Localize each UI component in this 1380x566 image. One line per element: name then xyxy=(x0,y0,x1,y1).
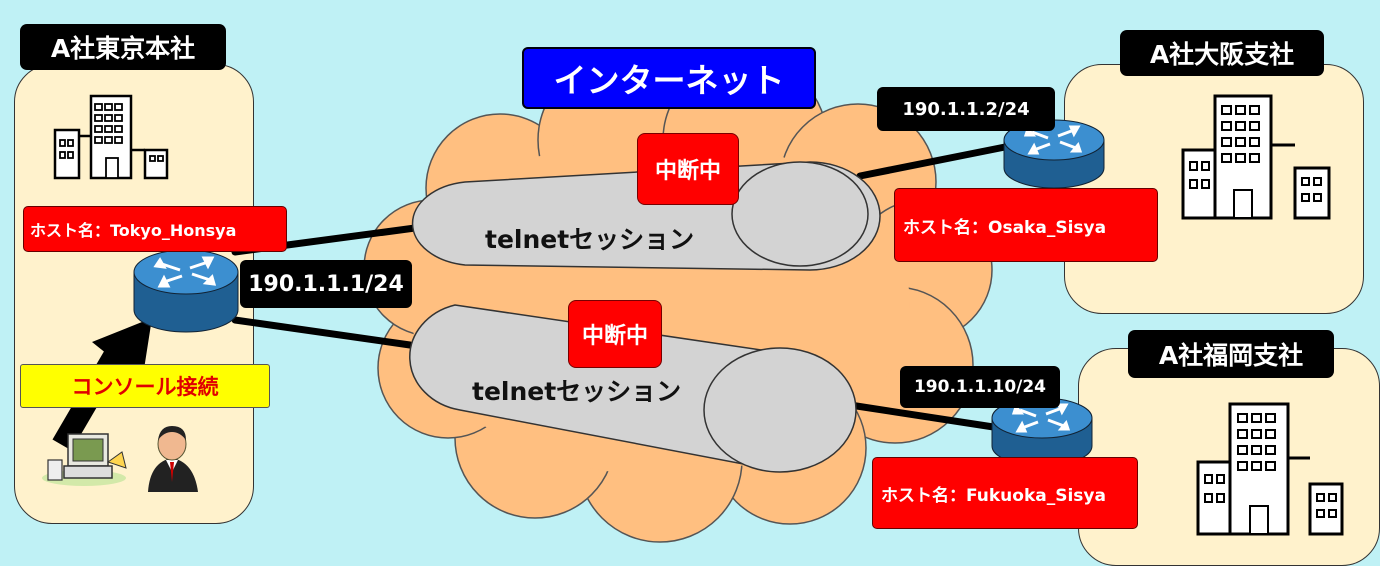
building-icon-tokyo xyxy=(53,94,169,180)
osaka-site-name: A社大阪支社 xyxy=(1120,30,1324,76)
internet-label: インターネット xyxy=(553,61,785,100)
line-tokyo-tunnel2 xyxy=(231,316,414,349)
fukuoka-site-name: A社福岡支社 xyxy=(1128,330,1334,378)
console-connection-label: コンソール接続 xyxy=(20,364,270,408)
osaka-ip-address: 190.1.1.2/24 xyxy=(877,87,1055,131)
line-tunnel1-osaka xyxy=(856,141,1019,180)
session-1-status: 中断中 xyxy=(637,133,739,205)
session-2-status: 中断中 xyxy=(568,300,662,368)
user-icon xyxy=(148,426,198,492)
tokyo-hostname: ホスト名：Tokyo_Honsya xyxy=(23,206,287,252)
osaka-hostname: ホスト名：Osaka_Sisya xyxy=(894,188,1158,262)
fukuoka-ip-address: 190.1.1.10/24 xyxy=(900,366,1060,408)
session-1-label: telnetセッション xyxy=(485,225,695,254)
tokyo-site-name: A社東京本社 xyxy=(20,24,226,70)
telnet-tunnel-1 xyxy=(411,161,881,271)
building-icon-fukuoka xyxy=(1196,402,1344,536)
console-computer-icon xyxy=(42,433,127,486)
session-2-label: telnetセッション xyxy=(472,377,682,406)
building-icon-osaka xyxy=(1181,94,1331,220)
internet-label-box: インターネット xyxy=(522,47,816,109)
telnet-tunnel-2 xyxy=(409,304,857,473)
line-tunnel2-fukuoka xyxy=(846,401,1004,432)
fukuoka-hostname: ホスト名：Fukuoka_Sisya xyxy=(872,457,1138,529)
router-icon-fukuoka xyxy=(991,397,1093,467)
router-icon-tokyo xyxy=(133,249,239,333)
tokyo-ip-address: 190.1.1.1/24 xyxy=(240,260,412,308)
